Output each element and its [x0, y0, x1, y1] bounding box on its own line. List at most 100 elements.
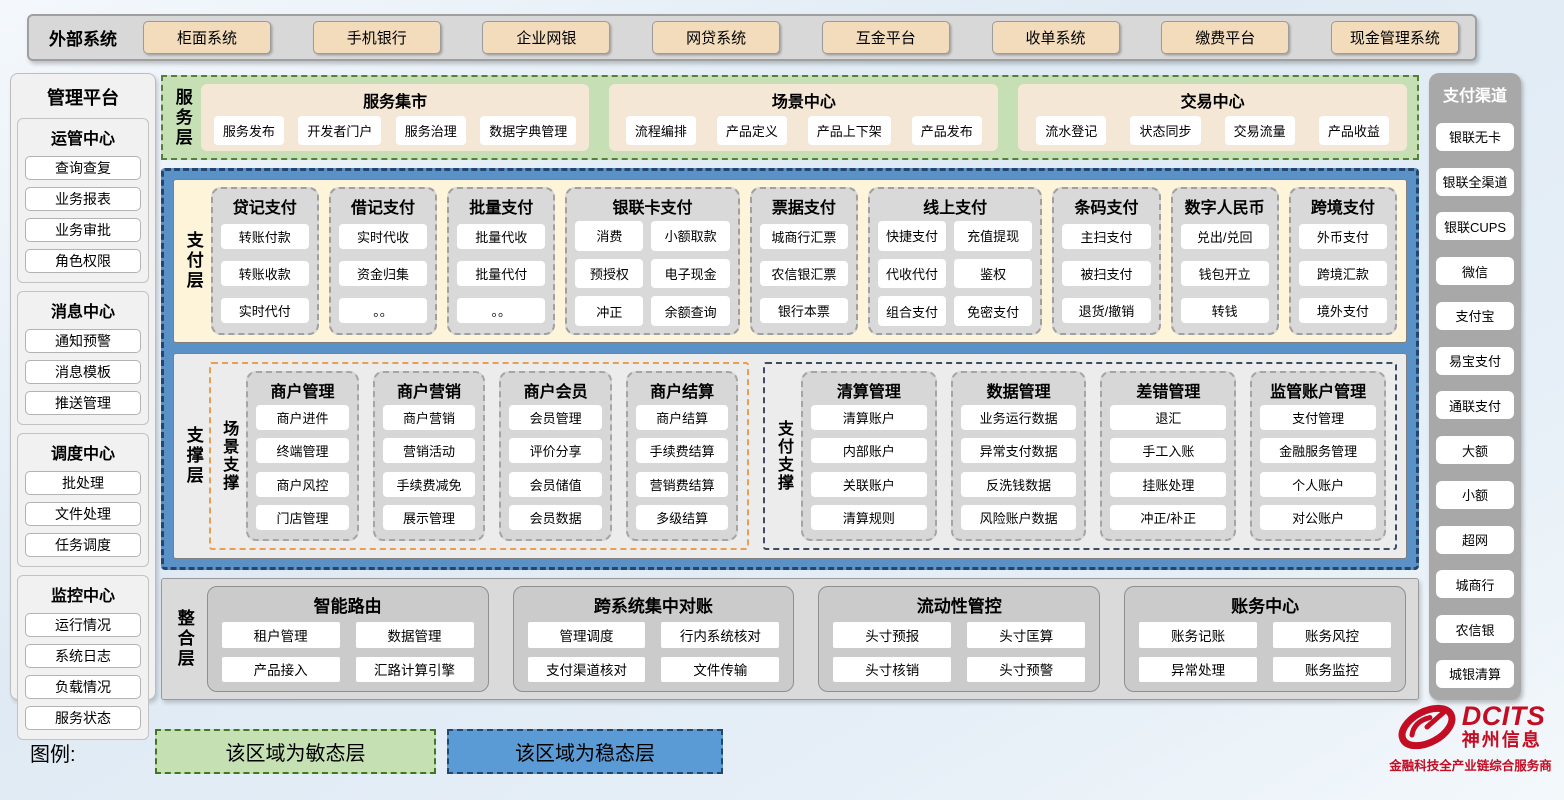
support-item-box: 商户进件 [256, 404, 349, 430]
service-item-box: 产品收益 [1318, 115, 1389, 145]
support-item-box: 手续费减免 [382, 471, 476, 497]
external-system-box: 缴费平台 [1161, 21, 1290, 54]
support-item-box: 个人账户 [1260, 471, 1377, 497]
payment-column: 线上支付快捷支付充值提现代收代付鉴权组合支付免密支付 [867, 187, 1043, 335]
payment-channel-box: 易宝支付 [1436, 346, 1514, 375]
support-item-box: 商户风控 [256, 471, 349, 497]
service-panel-items: 流程编排产品定义产品上下架产品发布 [619, 115, 988, 145]
legend-stable-layer: 该区域为稳态层 [447, 729, 723, 774]
external-system-box: 企业网银 [482, 21, 611, 54]
support-item-box: 营销活动 [382, 438, 476, 464]
support-group: 支付支撑清算管理清算账户内部账户关联账户清算规则数据管理业务运行数据异常支付数据… [763, 362, 1397, 550]
management-group-title: 监控中心 [50, 588, 115, 605]
payment-column-items: 批量代收批量代付。。 [457, 221, 546, 326]
payment-item-box: 城商行汇票 [759, 224, 848, 250]
payment-item-box: 批量代收 [457, 224, 546, 250]
integration-panel-items: 租户管理数据管理产品接入汇路计算引擎 [221, 622, 474, 682]
payment-column-items: 实时代收资金归集。。 [338, 221, 428, 326]
payment-channel-box: 微信 [1436, 257, 1514, 286]
support-item-box: 商户结算 [635, 404, 729, 430]
management-platform-panel: 管理平台 运管中心查询查复业务报表业务审批角色权限消息中心通知预警消息模板推送管… [10, 73, 156, 740]
service-item-box: 产品发布 [911, 115, 982, 145]
payment-channel-box: 银联CUPS [1436, 212, 1514, 241]
support-column-items: 商户进件终端管理商户风控门店管理 [256, 403, 349, 532]
support-group-label: 场景支撑 [220, 420, 238, 492]
payment-item-box: 电子现金 [651, 258, 730, 289]
integration-panel-title: 账务中心 [1231, 597, 1300, 616]
legend-agile-layer: 该区域为敏态层 [155, 729, 436, 774]
support-item-box: 营销费结算 [635, 471, 729, 497]
integration-item-box: 异常处理 [1139, 656, 1258, 682]
support-column-items: 清算账户内部账户关联账户清算规则 [810, 403, 927, 532]
support-group-columns: 清算管理清算账户内部账户关联账户清算规则数据管理业务运行数据异常支付数据反洗钱数… [800, 371, 1387, 541]
integration-panel-items: 账务记账账务风控异常处理账务监控 [1139, 622, 1391, 682]
service-layer-label: 服务层 [172, 87, 192, 148]
service-panel: 交易中心流水登记状态同步交易流量产品收益 [1018, 84, 1407, 151]
support-group-columns: 商户管理商户进件终端管理商户风控门店管理商户营销商户营销营销活动手续费减免展示管… [246, 371, 739, 541]
management-item-box: 通知预警 [25, 329, 141, 353]
support-item-box: 风险账户数据 [960, 505, 1077, 531]
management-platform-title: 管理平台 [47, 88, 119, 108]
payment-column-items: 转账付款转账收款实时代付 [220, 221, 309, 326]
support-group-label: 支付支撑 [774, 420, 792, 492]
payment-column-title: 贷记支付 [232, 200, 297, 217]
payment-item-box: 预授权 [575, 258, 644, 289]
support-item-box: 终端管理 [256, 438, 349, 464]
integration-layer-panels: 智能路由租户管理数据管理产品接入汇路计算引擎跨系统集中对账管理调度行内系统核对支… [206, 586, 1406, 692]
management-item-box: 批处理 [25, 471, 141, 495]
integration-item-box: 行内系统核对 [661, 622, 780, 648]
payment-column-title: 借记支付 [351, 200, 416, 217]
payment-item-box: 。。 [338, 297, 428, 323]
external-system-box: 现金管理系统 [1330, 21, 1459, 54]
support-column: 商户营销商户营销营销活动手续费减免展示管理 [372, 371, 486, 541]
support-item-box: 金融服务管理 [1260, 438, 1377, 464]
payment-channel-box: 大额 [1436, 436, 1514, 465]
legend-label: 图例: [30, 744, 76, 766]
payment-channel-box: 银联无卡 [1436, 122, 1514, 151]
service-item-box: 产品定义 [716, 115, 787, 145]
support-item-box: 业务运行数据 [960, 404, 1077, 430]
payment-column-title: 跨境支付 [1310, 200, 1375, 217]
management-group-title: 消息中心 [50, 304, 115, 321]
management-item-box: 系统日志 [25, 644, 141, 668]
payment-column-title: 数字人民币 [1184, 200, 1265, 217]
payment-item-box: 免密支付 [954, 296, 1033, 326]
management-group: 消息中心通知预警消息模板推送管理 [17, 291, 149, 425]
management-item-box: 文件处理 [25, 502, 141, 526]
support-item-box: 关联账户 [810, 471, 927, 497]
integration-item-box: 账务记账 [1139, 622, 1258, 648]
external-system-box: 收单系统 [991, 21, 1120, 54]
support-item-box: 多级结算 [635, 505, 729, 531]
integration-item-box: 头寸匡算 [967, 622, 1086, 648]
integration-panel-title: 智能路由 [313, 597, 382, 616]
support-column: 清算管理清算账户内部账户关联账户清算规则 [800, 371, 937, 541]
payment-item-box: 转钱 [1180, 297, 1269, 323]
service-panel-items: 服务发布开发者门户服务治理数据字典管理 [211, 115, 580, 145]
payment-item-box: 转账付款 [220, 224, 309, 250]
dcits-logo: DCITS 神州信息 金融科技全产业链综合服务商 [1388, 702, 1553, 774]
integration-item-box: 头寸预警 [967, 656, 1086, 682]
payment-item-box: 组合支付 [877, 296, 947, 326]
service-item-box: 开发者门户 [298, 115, 382, 145]
management-item-box: 消息模板 [25, 360, 141, 384]
management-item-box: 服务状态 [25, 706, 141, 730]
payment-item-box: 境外支付 [1298, 297, 1387, 323]
support-layer-label: 支撑层 [183, 426, 203, 486]
management-item-box: 运行情况 [25, 613, 141, 637]
support-column: 商户会员会员管理评价分享会员储值会员数据 [499, 371, 612, 541]
stable-layer-container: 支付层 贷记支付转账付款转账收款实时代付借记支付实时代收资金归集。。批量支付批量… [161, 168, 1419, 570]
payment-column-items: 消费小额取款预授权电子现金冲正余额查询 [575, 221, 730, 326]
payment-item-box: 钱包开立 [1180, 260, 1269, 286]
payment-column-title: 条码支付 [1074, 200, 1139, 217]
support-item-box: 会员管理 [509, 404, 602, 430]
support-column: 监管账户管理支付管理金融服务管理个人账户对公账户 [1250, 371, 1387, 541]
support-item-box: 冲正/补正 [1110, 505, 1227, 531]
support-layer: 支撑层 场景支撑商户管理商户进件终端管理商户风控门店管理商户营销商户营销营销活动… [173, 353, 1407, 559]
payment-item-box: 转账收款 [220, 260, 309, 286]
payment-item-box: 充值提现 [954, 221, 1033, 251]
integration-item-box: 头寸核销 [833, 656, 952, 682]
support-column-title: 监管账户管理 [1270, 384, 1367, 401]
payment-item-box: 退货/撤销 [1062, 297, 1151, 323]
integration-panel-items: 管理调度行内系统核对支付渠道核对文件传输 [527, 622, 780, 682]
